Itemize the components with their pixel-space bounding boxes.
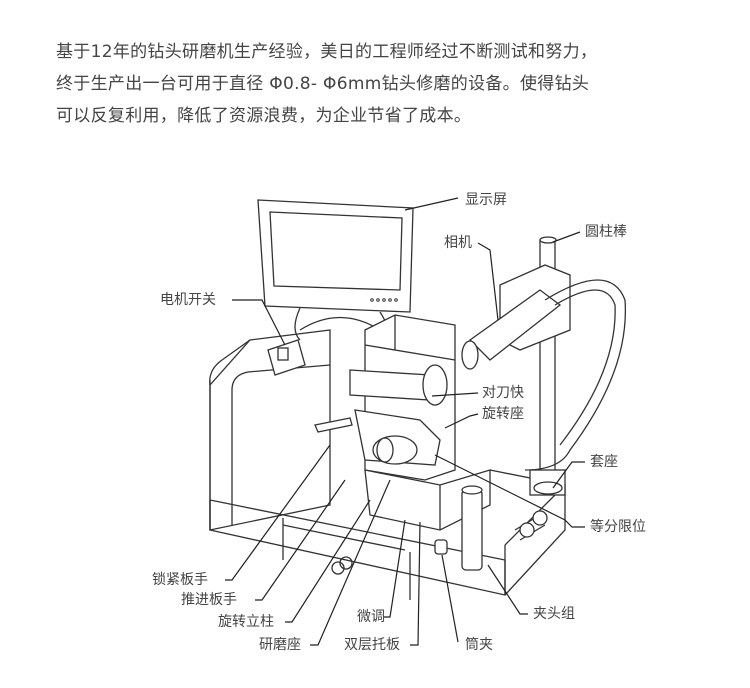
intro-line-1: 基于12年的钻头研磨机生产经验，美日的工程师经过不断测试和努力，: [56, 42, 598, 62]
label-collet: 筒夹: [465, 637, 493, 653]
intro-line-2: 终于生产出一台可用于直径 Φ0.8- Φ6mm钻头修磨的设备。使得钻头: [56, 74, 590, 94]
label-rod: 圆柱棒: [585, 224, 627, 240]
intro-line-3: 可以反复利用，降低了资源浪费，为企业节省了成本。: [56, 106, 472, 126]
monitor: [257, 199, 414, 341]
label-double-pallet: 双层托板: [344, 637, 400, 653]
label-grinding-base: 研磨座: [259, 637, 301, 653]
motor-switch: [267, 339, 306, 376]
camera-rod: [461, 236, 627, 496]
label-rotating-column: 旋转立柱: [218, 614, 274, 630]
intro-text: 基于12年的钻头研磨机生产经验，美日的工程师经过不断测试和努力， 终于生产出一台…: [56, 36, 716, 132]
grinding-head: [314, 314, 491, 531]
label-rotating-base: 旋转座: [482, 406, 524, 422]
label-tool-setting: 对刀快: [482, 385, 524, 401]
chuck-group: [434, 485, 548, 571]
leader-lines: [225, 197, 585, 646]
label-lock-wrench: 锁紧板手: [152, 572, 208, 588]
label-sleeve-base: 套座: [590, 454, 618, 470]
label-fine-adjust: 微调: [357, 609, 385, 625]
label-display: 显示屏: [465, 192, 507, 208]
label-indexing-limit: 等分限位: [590, 519, 646, 535]
label-camera: 相机: [444, 235, 472, 251]
label-push-wrench: 推进板手: [181, 592, 237, 608]
label-chuck-group: 夹头组: [533, 606, 575, 622]
label-motor-switch: 电机开关: [160, 292, 216, 308]
